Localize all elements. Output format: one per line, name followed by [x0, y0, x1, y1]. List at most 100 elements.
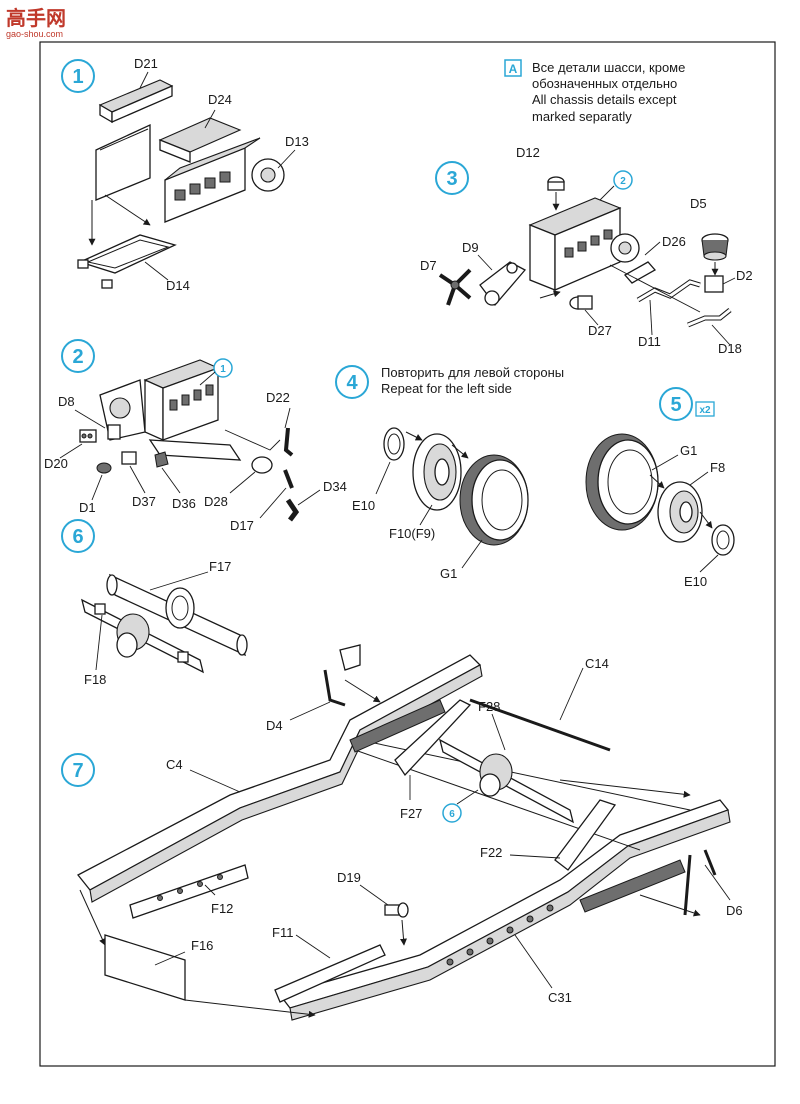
label-d26: D26	[662, 234, 686, 249]
label-d21: D21	[134, 56, 158, 71]
ref-step-1: 1	[220, 364, 226, 375]
part-d24-intake	[158, 117, 242, 163]
step-7: 7	[61, 644, 743, 1021]
watermark-glyphs: 高手网	[6, 6, 66, 30]
part-d8	[107, 424, 121, 440]
watermark-logo: 高手网 gao-shou.com	[6, 6, 66, 39]
part-d22	[283, 427, 294, 457]
part-leaf-spring-left	[349, 699, 446, 753]
label-d18: D18	[718, 341, 742, 356]
part-d4-bracket	[323, 669, 346, 707]
label-d34: D34	[323, 479, 347, 494]
part-f22	[554, 799, 617, 871]
note-line-4: marked separatly	[532, 109, 632, 124]
part-engine-assembly	[528, 197, 640, 291]
part-d14-oil-pan	[77, 234, 177, 289]
part-d34	[285, 498, 300, 522]
step-5: 5 x2 G1 F8 E10	[585, 387, 735, 589]
part-d19	[384, 902, 409, 918]
ref-step-2: 2	[620, 176, 626, 187]
step-2-number: 2	[72, 346, 83, 368]
label-d37: D37	[132, 494, 156, 509]
part-f18-axle	[81, 598, 204, 674]
step-7-number: 7	[72, 760, 83, 782]
part-f27	[394, 699, 472, 777]
ref-step-1-circle	[213, 358, 233, 378]
label-d4: D4	[266, 718, 283, 733]
step-4-number: 4	[346, 372, 358, 394]
part-d20	[79, 429, 97, 443]
label-d22: D22	[266, 390, 290, 405]
part-c14-rod	[469, 698, 611, 752]
part-f17-axle-housing	[106, 573, 248, 657]
part-d7-fan	[438, 268, 472, 306]
part-e10-cap-right	[711, 524, 735, 556]
part-c31-right-rail	[278, 799, 731, 1021]
step-5-multiplier-box	[695, 401, 715, 417]
part-d6-bracket	[683, 849, 717, 916]
label-d6: D6	[726, 903, 743, 918]
part-f11	[274, 944, 386, 1003]
label-f12: F12	[211, 901, 233, 916]
note-a: A Все детали шасси, кроме обозначенных о…	[504, 59, 685, 124]
label-c31: C31	[548, 990, 572, 1005]
label-d11: D11	[638, 334, 661, 349]
part-d27	[569, 295, 593, 310]
label-g1-right: G1	[680, 443, 697, 458]
label-e10-left: E10	[352, 498, 375, 513]
label-d13: D13	[285, 134, 309, 149]
label-d27: D27	[588, 323, 612, 338]
label-f16: F16	[191, 938, 213, 953]
label-c4: C4	[166, 757, 183, 772]
label-f17: F17	[209, 559, 231, 574]
part-d36	[154, 451, 169, 468]
label-f28: F28	[478, 699, 500, 714]
part-leaf-spring-right	[579, 859, 686, 913]
part-d5-air-filter	[701, 233, 729, 261]
label-d20: D20	[44, 456, 68, 471]
note-line-3: All chassis details except	[532, 92, 677, 107]
label-d5: D5	[690, 196, 707, 211]
part-d9-pulley	[479, 261, 527, 307]
part-f16	[104, 934, 186, 1001]
label-f22: F22	[480, 845, 502, 860]
part-g1-tire-right	[585, 433, 659, 531]
ref-step-6-circle	[442, 803, 462, 823]
label-d2: D2	[736, 268, 753, 283]
note-a-letter: A	[509, 62, 518, 76]
step-7-badge	[61, 753, 95, 787]
part-g1-tire-left	[459, 454, 529, 546]
part-d13-engine-block	[164, 137, 285, 223]
label-d17: D17	[230, 518, 254, 533]
step-4-badge	[335, 365, 369, 399]
part-c4-left-rail	[77, 654, 483, 903]
label-f18: F18	[84, 672, 106, 687]
part-d2	[704, 275, 724, 293]
part-d28	[251, 456, 273, 474]
note-line-2: обозначенных отдельно	[532, 76, 677, 91]
label-e10-right: E10	[684, 574, 707, 589]
step-2: 2 1 D22	[44, 339, 347, 533]
page-frame	[39, 41, 776, 1067]
note-line-1: Все детали шасси, кроме	[532, 60, 685, 75]
label-d9: D9	[462, 240, 479, 255]
label-f10-f9: F10(F9)	[389, 526, 435, 541]
step-3-badge	[435, 161, 469, 195]
watermark-url: gao-shou.com	[6, 29, 63, 39]
part-d26	[623, 261, 657, 284]
part-f8-rim	[657, 481, 703, 543]
label-d1: D1	[79, 500, 96, 515]
part-f10-rim	[412, 433, 462, 511]
part-gasket-plate	[95, 123, 151, 201]
part-f12	[129, 864, 249, 919]
ref-step-2-circle	[613, 170, 633, 190]
step-3-number: 3	[446, 168, 457, 190]
step-4-text-en: Repeat for the left side	[381, 381, 512, 396]
label-d28: D28	[204, 494, 228, 509]
label-d36: D36	[172, 496, 196, 511]
step-4: 4 Повторить для левой стороны Repeat for…	[335, 365, 564, 581]
step-6: 6 F17 F18	[61, 519, 248, 687]
step-1: 1	[61, 56, 309, 293]
label-f8: F8	[710, 460, 725, 475]
note-a-badge	[504, 59, 522, 77]
